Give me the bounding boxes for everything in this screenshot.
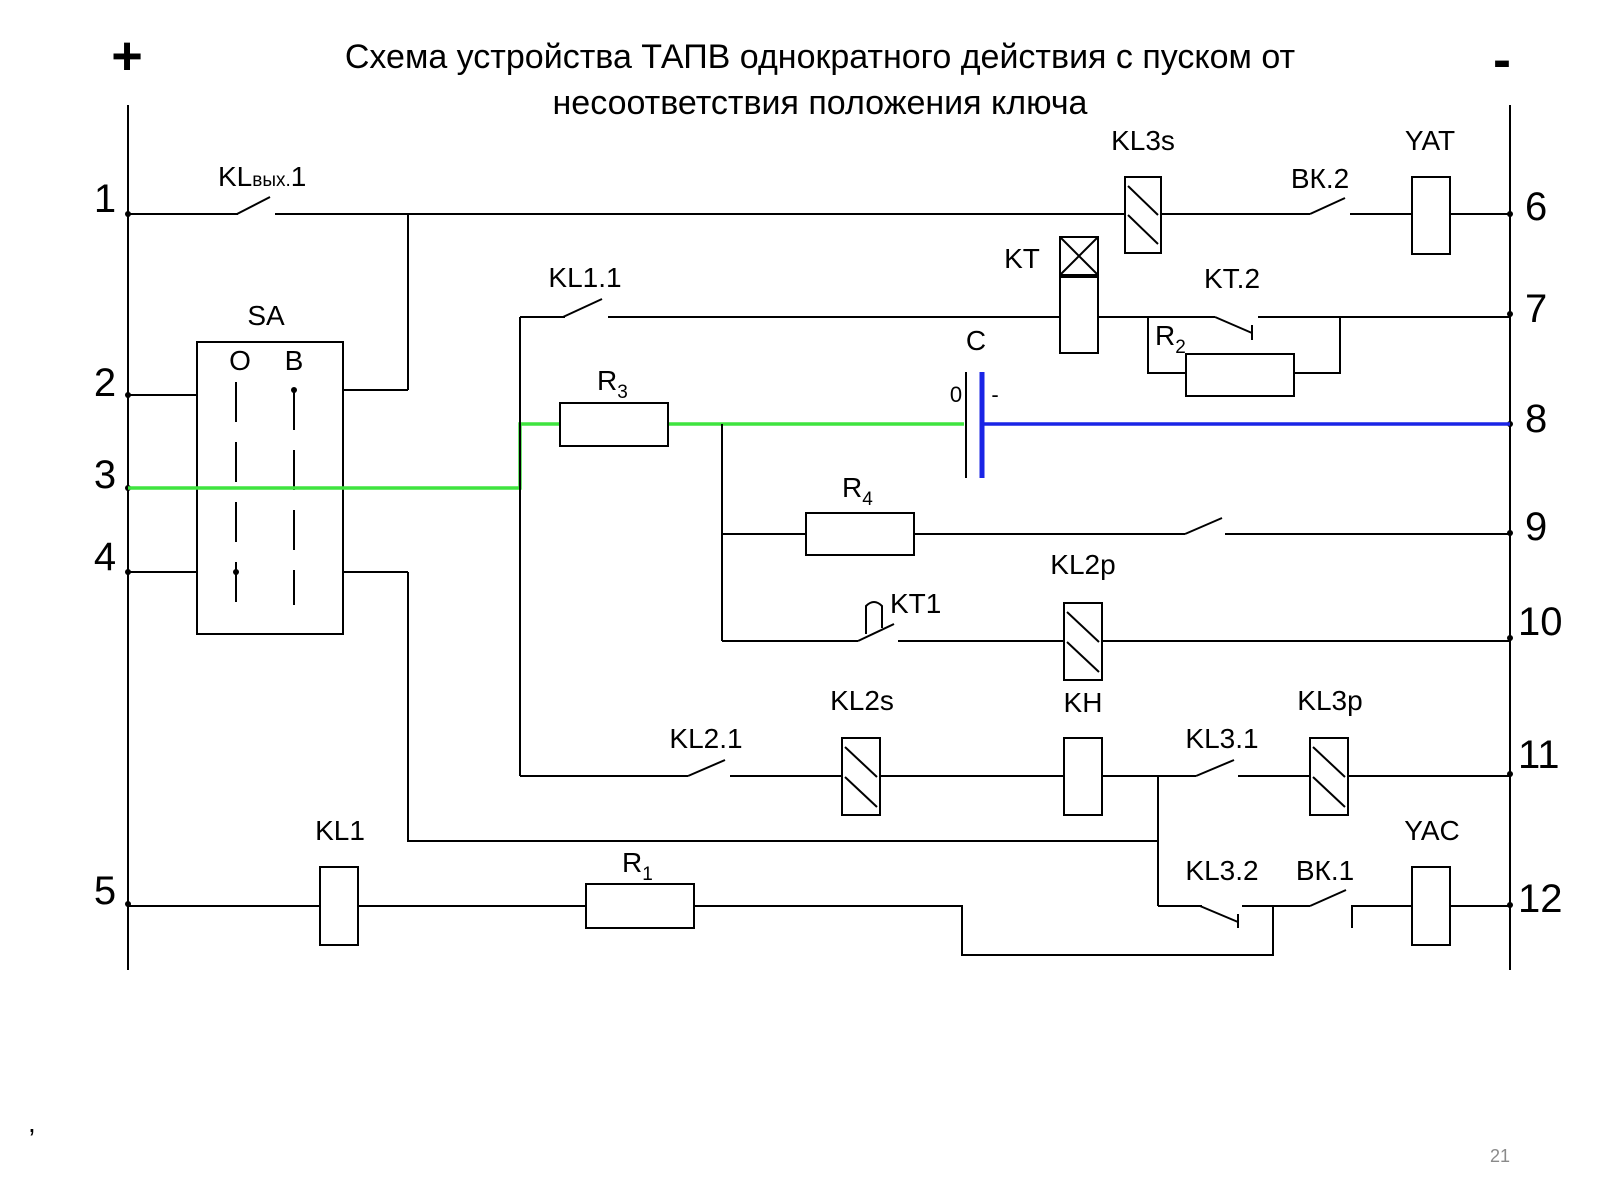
terminal-2: 2 <box>94 361 116 405</box>
sa-to-kl32-wire <box>407 572 1158 842</box>
bk1-label: ВК.1 <box>1296 855 1354 886</box>
r3-label: R3 <box>597 365 628 403</box>
kl-out-label: KLвых.1 <box>218 161 306 192</box>
bk2-label: ВК.2 <box>1291 163 1349 194</box>
circuit-row-7 <box>520 298 1510 374</box>
r4-resistor <box>805 512 915 556</box>
capacitor-minus-mark: - <box>991 382 998 407</box>
yat-coil <box>1411 176 1451 255</box>
r2-resistor <box>1185 353 1295 397</box>
sa-position-b: В <box>285 345 304 376</box>
kt-coil <box>1059 276 1099 354</box>
kl21-label: KL2.1 <box>669 723 742 754</box>
kl3s-label: KL3s <box>1111 125 1175 156</box>
terminal-4: 4 <box>94 535 116 579</box>
kt1-contact <box>857 623 895 642</box>
kl2p-label: KL2p <box>1050 549 1115 580</box>
terminal-12: 12 <box>1518 877 1563 921</box>
kl32-label: KL3.2 <box>1185 855 1258 886</box>
kt2-label: KT.2 <box>1204 263 1260 294</box>
page-number: 21 <box>1490 1146 1510 1166</box>
terminal-10: 10 <box>1518 600 1563 644</box>
kl1-label: KL1 <box>315 815 365 846</box>
kl3p-label: KL3p <box>1297 685 1362 716</box>
diagram-title-line2: несоответствия положения ключа <box>553 84 1088 122</box>
circuit-row-9 <box>722 517 1510 535</box>
kh-relay <box>1063 737 1103 816</box>
capacitor-label: C <box>966 325 986 356</box>
minus-rail-label: - <box>1493 30 1511 90</box>
terminal-6: 6 <box>1525 185 1547 229</box>
terminal-1: 1 <box>94 177 116 221</box>
terminal-8: 8 <box>1525 397 1547 441</box>
plus-rail-label: + <box>111 26 143 86</box>
circuit-row-1 <box>128 196 1510 390</box>
kt2-contact <box>1214 316 1253 334</box>
terminal-5: 5 <box>94 869 116 913</box>
footer-mark: , <box>28 1107 36 1138</box>
kl32-contact <box>1199 905 1239 923</box>
bk1-contact <box>1309 889 1347 907</box>
terminal-9: 9 <box>1525 505 1547 549</box>
r3-resistor <box>559 402 669 447</box>
r1-resistor <box>585 883 695 929</box>
circuit-row-10 <box>722 601 1510 642</box>
terminal-3: 3 <box>94 453 116 497</box>
kl-out-contact <box>236 196 271 215</box>
circuit-row-12 <box>128 889 1510 956</box>
r2-label: R2 <box>1155 320 1186 358</box>
diagram-title-line1: Схема устройства ТАПВ однократного дейст… <box>345 38 1295 76</box>
kt1-label: KT1 <box>890 588 941 619</box>
circuit-row-11 <box>520 759 1510 906</box>
kl1-coil <box>319 866 359 946</box>
kh-label: KH <box>1064 687 1103 718</box>
terminal-11: 11 <box>1518 733 1560 777</box>
kl31-label: KL3.1 <box>1185 723 1258 754</box>
sa-position-o: О <box>229 345 251 376</box>
kt-label: KT <box>1004 243 1040 274</box>
yat-label: YAT <box>1405 125 1455 156</box>
r1-label: R1 <box>622 847 653 885</box>
r4-label: R4 <box>842 472 873 510</box>
capacitor-zero-mark: 0 <box>950 382 962 407</box>
terminal-7: 7 <box>1525 287 1547 331</box>
sa-label: SA <box>247 300 285 331</box>
kl21-contact <box>687 759 726 777</box>
kl11-label: KL1.1 <box>548 262 621 293</box>
bk2-contact <box>1309 197 1346 215</box>
yac-label: YAC <box>1404 815 1460 846</box>
yac-coil <box>1411 866 1451 946</box>
kl11-contact <box>562 298 603 318</box>
kl31-contact <box>1195 759 1235 777</box>
kl2s-label: KL2s <box>830 685 894 716</box>
